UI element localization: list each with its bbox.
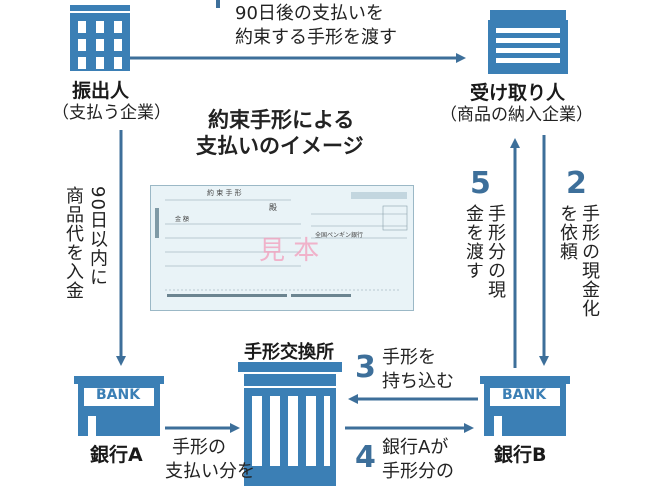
note-sample-stamp: 見 本 xyxy=(259,236,320,266)
step3-number: 3 xyxy=(355,350,376,385)
step3-text-line2: 持ち込む xyxy=(382,371,454,392)
clearing-house-building-icon xyxy=(238,362,342,486)
receiver-description: （商品の納入企業） xyxy=(440,105,593,125)
issuer-payment-text-col1: 90日以内に xyxy=(87,186,108,287)
diagram-title-line1: 約束手形による xyxy=(208,108,355,132)
step2-number: 2 xyxy=(566,166,587,201)
step1-text-line2: 約束する手形を渡す xyxy=(235,27,397,48)
step4-text-line1: 銀行Aが xyxy=(382,437,449,458)
bank-a-payment-text-line2: 支払い分を xyxy=(165,461,255,482)
clearing-house-name: 手形交換所 xyxy=(244,342,334,363)
step1-marker xyxy=(216,0,220,8)
step2-text: 手形の現金化を依頼 xyxy=(557,204,600,318)
step5-text: 手形分の現金を渡す xyxy=(463,204,506,299)
issuer-building-icon xyxy=(70,5,130,71)
step3-text-line1: 手形を xyxy=(382,347,436,368)
issuer-description: （支払う企業） xyxy=(52,103,171,123)
receiver-building-icon xyxy=(488,10,568,74)
step4-number: 4 xyxy=(355,440,376,475)
note-bank-name: 全国ペンギン銀行 xyxy=(315,232,364,239)
bank-b-sign: BANK xyxy=(502,387,547,403)
bank-a-payment-text-line1: 手形の xyxy=(172,437,226,458)
step1-text-line1: 90日後の支払いを xyxy=(235,3,384,24)
note-amount-mark: 殿 xyxy=(269,203,277,212)
bank-a-sign: BANK xyxy=(96,387,141,403)
note-title: 約 束 手 形 xyxy=(207,189,242,197)
note-amount-label: 金 額 xyxy=(175,216,189,223)
diagram-title-line2: 支払いのイメージ xyxy=(196,134,364,158)
promissory-note: 約 束 手 形 金 額 殿 全国ペンギン銀行 見 本 xyxy=(150,185,414,311)
receiver-name: 受け取り人 xyxy=(470,82,566,104)
bank-a-name: 銀行A xyxy=(90,444,143,466)
issuer-payment-text-col2: 商品代を入金 xyxy=(63,186,84,300)
bank-a-building-icon: BANK xyxy=(74,376,164,436)
bank-b-name: 銀行B xyxy=(494,444,547,466)
step4-text-line2: 手形分の xyxy=(382,461,454,482)
step5-number: 5 xyxy=(470,166,491,201)
bank-b-building-icon: BANK xyxy=(480,376,570,436)
issuer-name: 振出人 xyxy=(72,80,130,102)
